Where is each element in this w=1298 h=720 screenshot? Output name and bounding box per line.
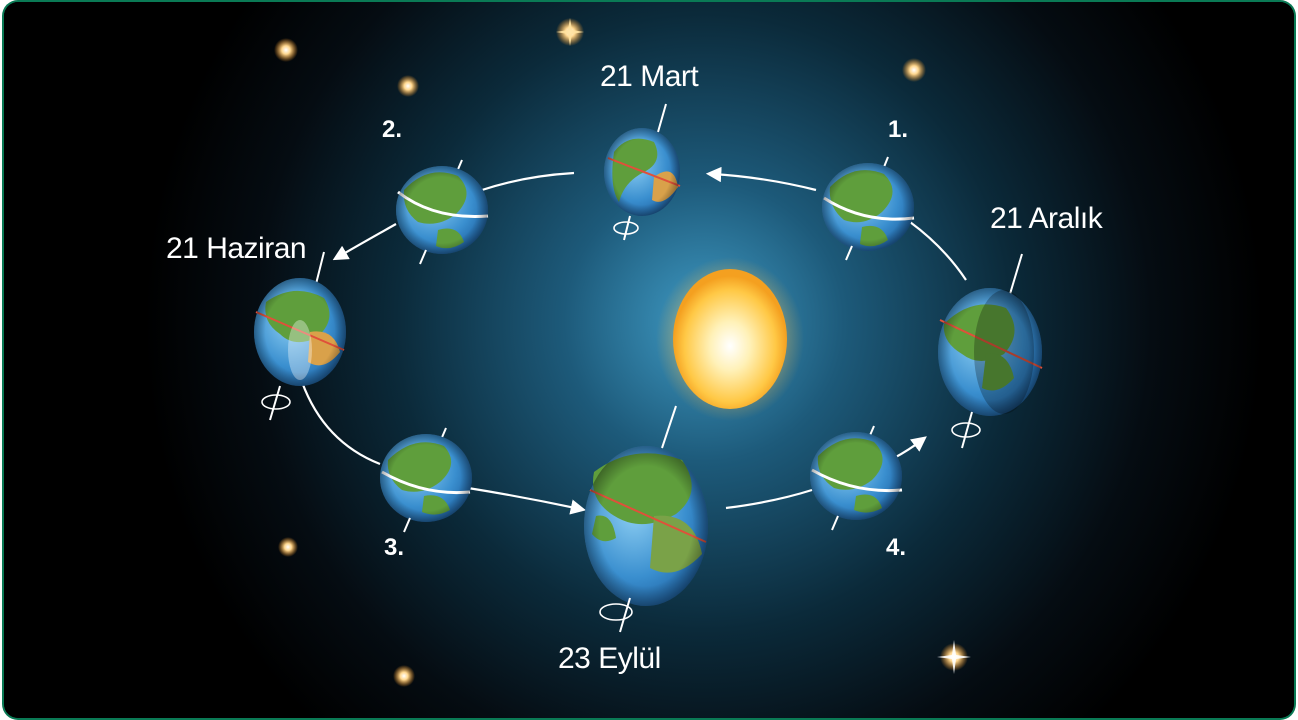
orbit-arrow-icon [705, 166, 817, 192]
label-21-haziran: 21 Haziran [166, 232, 307, 265]
earth-icon [396, 159, 489, 265]
star-icon [274, 18, 971, 687]
earth-icon [380, 427, 472, 533]
rotation-icon [599, 603, 633, 621]
position-number-4: 4. [886, 534, 907, 561]
diagram-frame: 21 Mart 21 Haziran 23 Eylül 21 Aralık 2.… [4, 2, 1294, 718]
earth-icon [822, 156, 915, 261]
rotation-icon [613, 221, 639, 235]
orbit-arrow-icon [467, 486, 587, 515]
orbit-path [300, 166, 967, 515]
orbit-arrow-icon [332, 223, 397, 261]
earth-icon [604, 103, 681, 241]
position-number-3: 3. [384, 534, 405, 561]
space-background [4, 2, 1294, 718]
rotation-icon [261, 394, 291, 410]
earth-icon [254, 251, 346, 421]
earth-icon [938, 253, 1043, 449]
rotation-icon [951, 422, 981, 438]
label-21-aralik: 21 Aralık [990, 202, 1103, 235]
earth-icon [584, 446, 708, 633]
label-23-eylul: 23 Eylül [558, 642, 661, 675]
label-21-mart: 21 Mart [600, 60, 699, 93]
earth-icon [810, 425, 903, 531]
orbit-diagram [4, 2, 1294, 718]
position-number-1: 1. [888, 116, 909, 143]
position-number-2: 2. [382, 116, 403, 143]
axis-line [661, 405, 677, 449]
sun-icon [673, 269, 787, 409]
